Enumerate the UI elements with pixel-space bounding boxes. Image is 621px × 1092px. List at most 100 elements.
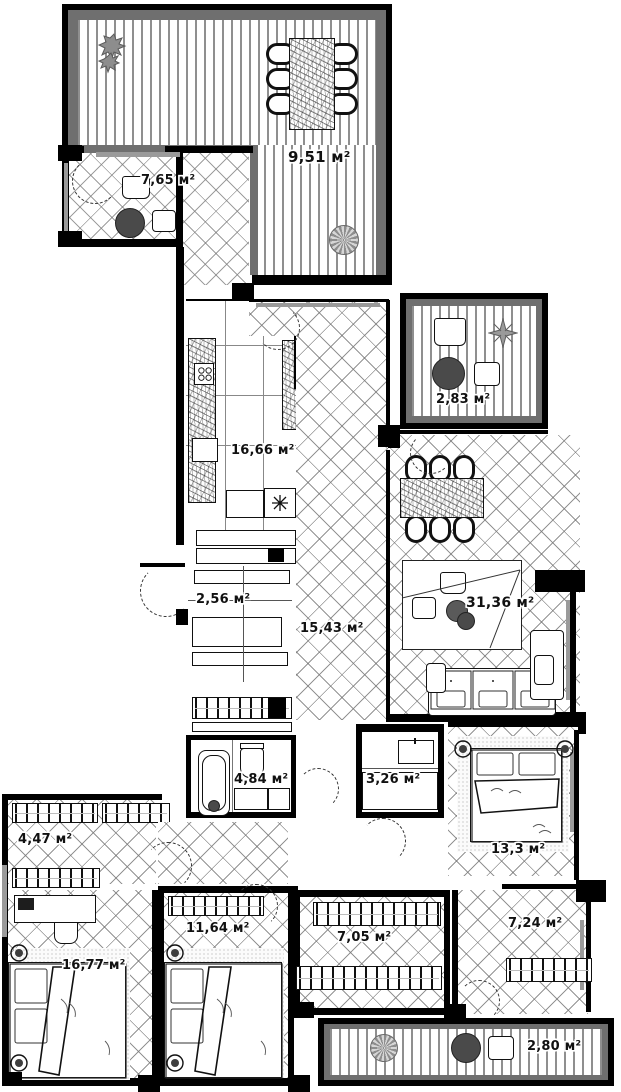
bathroom-main-wall-left: [186, 735, 191, 817]
terrace-north-wall-bottom: [252, 275, 392, 285]
bathroom-second-divider: [362, 768, 438, 769]
dressing-wall-top: [2, 794, 162, 800]
area-label-hallway: 15,43 м²: [298, 619, 365, 637]
office-wall-bottom: [62, 239, 182, 247]
balcony-south-chair: [488, 1036, 514, 1060]
bathroom-main-wall-right: [291, 735, 296, 817]
area-label-bedroom-one: 16,77 м²: [60, 956, 127, 974]
column-node: [58, 145, 82, 161]
dining-table-icon: [289, 38, 335, 130]
kitchen-door-swing: [256, 306, 300, 350]
round-rug-icon: [329, 225, 359, 255]
office-round-table: [115, 208, 145, 238]
living-room-wall-right: [570, 575, 576, 720]
hallway-top-glass: [256, 303, 380, 307]
living-room-node-tr: [535, 570, 585, 592]
entry-door-swing: [140, 565, 192, 617]
balcony-east-plant-icon: [487, 317, 519, 349]
hanger-rail-icon: [102, 803, 170, 823]
washbasin-icon: [268, 788, 290, 810]
bathroom-second-wall-bottom: [356, 812, 444, 818]
terrace-north-wall-outer: [62, 4, 392, 10]
area-label-living-room: 31,36 м²: [464, 593, 535, 612]
bedroom-four-wall-right: [586, 900, 591, 1012]
living-armchair: [412, 597, 436, 619]
bathroom-second-wall-top: [356, 724, 444, 732]
wardrobe-entry-unit: [192, 617, 282, 647]
bedroom-three-wall-left: [294, 890, 300, 1014]
office-door-swing: [72, 158, 118, 204]
kitchen-cabinet-row: [196, 530, 296, 546]
bathtub-drain: [208, 800, 220, 812]
wardrobe-entry-line-2: [243, 566, 244, 682]
office-wall-rightinner: [176, 153, 183, 247]
bedroom-four-window: [580, 920, 584, 990]
kitchen-sink-icon: [192, 438, 218, 462]
living-dining-chair: [405, 515, 427, 543]
hallway-floor: [296, 300, 388, 720]
bed-icon: [470, 748, 563, 843]
hanger-rail-icon: [296, 966, 442, 990]
area-label-wardrobe-entry: 2,56 м²: [194, 590, 251, 608]
kitchen-star-icon: [271, 494, 289, 512]
bathroom-main-wall-top: [186, 735, 296, 740]
kitchen-grid-h1: [186, 345, 296, 346]
plant-icon: [96, 32, 128, 76]
area-label-bedroom-three: 7,05 м²: [335, 928, 392, 946]
bedroom-two-wall-top: [158, 886, 298, 893]
kitchen-grid-h3: [186, 445, 296, 446]
column-node: [378, 425, 400, 447]
tv-screen: [18, 898, 34, 910]
bedroom-four-floor: [458, 890, 588, 1014]
bedroom-four-door-swing: [458, 980, 500, 1022]
column-node: [58, 231, 82, 247]
balcony-south-table: [451, 1033, 481, 1063]
bedside-lamp-icon: [166, 944, 184, 962]
office-wall-topright: [165, 146, 253, 153]
terrace-north-rail-top: [68, 10, 386, 20]
living-room-window: [566, 600, 570, 700]
living-dining-chair: [453, 515, 475, 543]
kitchen-grid-v2: [263, 300, 264, 540]
living-room-wall-top: [398, 430, 548, 434]
dressing-window: [2, 865, 7, 937]
hallway-wall-right: [386, 300, 390, 432]
bedroom-two-wall-bottom: [158, 1078, 298, 1086]
wardrobe-entry-node: [268, 548, 284, 562]
hallway-wall-top: [249, 299, 389, 302]
bedroom-master-window: [570, 752, 574, 832]
area-label-bathroom-main: 4,84 м²: [232, 770, 289, 788]
bathroom-second-unit: [362, 772, 438, 810]
area-label-dressing: 4,47 м²: [16, 830, 73, 848]
bedroom-two-door-swing: [234, 884, 278, 928]
sofa-cushion-right: [534, 655, 554, 685]
stove-icon: [194, 363, 214, 385]
area-label-balcony-south: 2,80 м²: [525, 1037, 582, 1055]
area-label-bedroom-four: 7,24 м²: [506, 914, 563, 932]
corner-wall-node: [232, 283, 254, 302]
kitchen-wall-right: [294, 299, 296, 389]
hallway-bath-door-swing: [297, 768, 339, 810]
bathroom-sink-icon: [234, 788, 268, 810]
terrace-north-rail-right: [376, 10, 386, 285]
office-floor-ext: [183, 153, 249, 285]
sofa-side-cushion: [426, 663, 446, 693]
bedside-lamp-icon: [10, 944, 28, 962]
bathroom-second-faucet: [414, 738, 416, 744]
kitchen-wall-top: [186, 299, 296, 301]
bathroom-second-sink-icon: [398, 740, 434, 764]
bedroom-two-wall-right: [288, 886, 294, 1080]
bathroom-main-wall-bottom: [186, 812, 296, 818]
bedroom-four-wall-top: [502, 884, 580, 889]
area-label-balcony-east: 2,83 м²: [434, 390, 491, 408]
column-node: [294, 1002, 314, 1018]
bathroom-second-wall-left: [356, 730, 362, 818]
bed-icon: [164, 962, 283, 1079]
area-label-terrace-north: 9,51 м²: [286, 146, 351, 167]
hall-cabinet: [192, 722, 292, 732]
entry-door-node: [176, 609, 190, 625]
office-counter: [96, 152, 180, 157]
living-dining-table-icon: [400, 478, 484, 518]
wardrobe-entry-line: [188, 600, 292, 601]
